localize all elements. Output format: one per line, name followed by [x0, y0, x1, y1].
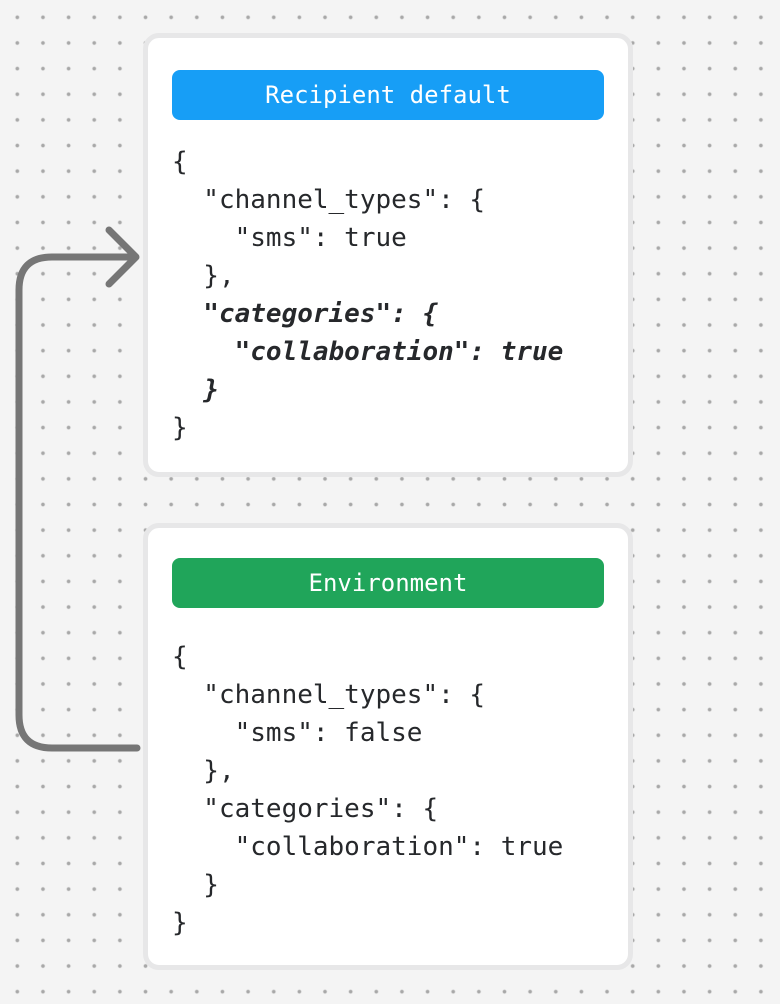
- code-line: "categories": {: [172, 794, 439, 824]
- code-line-emphasized: "collaboration": true: [172, 337, 564, 367]
- code-line: {: [172, 147, 188, 177]
- code-line: "sms": true: [172, 223, 407, 253]
- code-line: },: [172, 756, 235, 786]
- code-line: "channel_types": {: [172, 185, 486, 215]
- code-line: },: [172, 261, 235, 291]
- code-line: "channel_types": {: [172, 680, 486, 710]
- code-line: "sms": false: [172, 718, 423, 748]
- recipient-default-json-code-block: { "channel_types": { "sms": true }, "cat…: [172, 143, 628, 447]
- merge-arrow-head: [105, 226, 140, 288]
- code-line: }: [172, 870, 219, 900]
- recipient-default-header: Recipient default: [172, 70, 604, 120]
- merge-arrow-line: [15, 253, 141, 752]
- code-line: "collaboration": true: [172, 832, 564, 862]
- code-line-emphasized: "categories": {: [172, 299, 439, 329]
- recipient-default-card: Recipient default { "channel_types": { "…: [143, 33, 633, 477]
- code-line-emphasized: }: [172, 375, 219, 405]
- environment-card: Environment { "channel_types": { "sms": …: [143, 523, 633, 970]
- environment-json-code-block: { "channel_types": { "sms": false }, "ca…: [172, 638, 628, 942]
- code-line: {: [172, 642, 188, 672]
- code-line: }: [172, 413, 188, 443]
- code-line: }: [172, 908, 188, 938]
- environment-header: Environment: [172, 558, 604, 608]
